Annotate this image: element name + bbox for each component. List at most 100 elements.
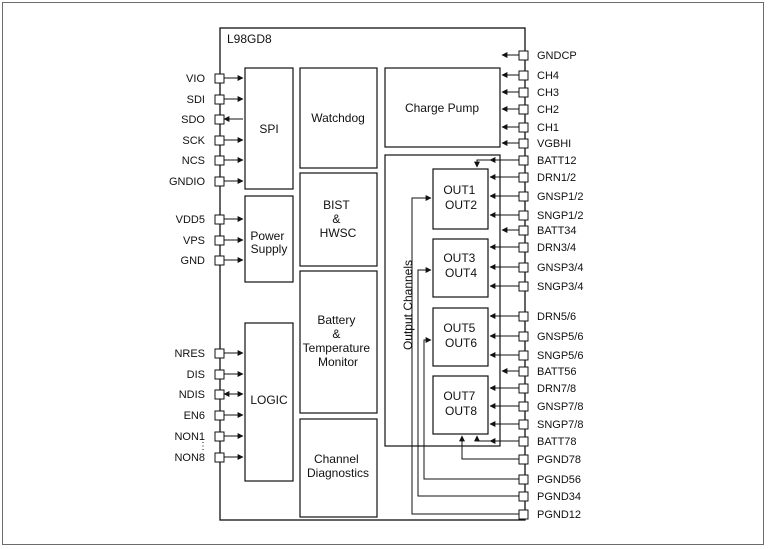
charge-pump-block: [384, 67, 501, 148]
pin-en6: EN6: [184, 410, 244, 422]
pin-sngp3-4: SNGP3/4: [489, 281, 583, 293]
battery-monitor-block: [299, 270, 378, 414]
pin-batt12: BATT12: [489, 155, 577, 167]
pin-pad: [518, 50, 529, 61]
pin-pad: [518, 262, 529, 273]
pgnd56-line: [423, 337, 521, 480]
pin-pad: [518, 419, 529, 430]
pin-sdi: SDI: [187, 94, 244, 106]
pin-label: SNGP5/6: [537, 350, 583, 362]
pin-non1: NON1: [174, 431, 244, 443]
pin-label: VPS: [183, 235, 205, 247]
pin-pad: [518, 138, 529, 149]
pin-pad: [518, 401, 529, 412]
spi-block: [244, 67, 294, 190]
pin-label: NON1: [174, 431, 205, 443]
pin-sngp1-2: SNGP1/2: [489, 210, 583, 222]
pin-dis: DIS: [187, 369, 244, 381]
pin-pad: [518, 104, 529, 115]
pin-ndis: NDIS: [179, 389, 244, 401]
pin-sdo: SDO: [181, 114, 243, 126]
output-channels-label: Output Channels: [401, 260, 415, 350]
pin-pad: [518, 281, 529, 292]
pin-gnsp3-4: GNSP3/4: [489, 262, 583, 274]
pin-label: EN6: [184, 410, 205, 422]
pin-pad: [518, 242, 529, 253]
pin-sck: SCK: [182, 135, 244, 147]
pin-gnd: GND: [181, 255, 244, 267]
pgnd78-line: [459, 435, 521, 460]
pin-drn5-6: DRN5/6: [489, 311, 576, 323]
pin-label: CH1: [537, 122, 559, 134]
power-supply-block: [244, 195, 294, 283]
pin-label: GNSP5/6: [537, 331, 583, 343]
pin-pad: [518, 191, 529, 202]
pin-sngp7-8: SNGP7/8: [489, 419, 583, 431]
pin-pad: [518, 122, 529, 133]
bist-label: BIST & HWSC: [320, 198, 357, 240]
charge-pump-label: Charge Pump: [405, 101, 479, 115]
pin-batt56: BATT56: [501, 366, 577, 378]
left-pin-group: VIOSDISDOSCKNCSGNDIOVDD5VPSGNDNRESDISNDI…: [169, 73, 244, 464]
pin-label: VIO: [186, 73, 205, 85]
out56-block: [432, 307, 489, 367]
pin-pad: [214, 348, 225, 359]
pin-label: GND: [181, 255, 206, 267]
pin-label: NCS: [182, 155, 205, 167]
battery-monitor-label: Battery & Temperature Monitor: [303, 313, 374, 369]
pin-vgbhi: VGBHI: [501, 138, 571, 150]
pin-label: DRN3/4: [537, 242, 576, 254]
pin-label: BATT78: [537, 436, 577, 448]
watchdog-block: [299, 67, 378, 169]
pin-ch4: CH4: [501, 70, 559, 82]
pin-ch3: CH3: [501, 87, 559, 99]
pin-non8: NON8: [174, 452, 244, 464]
pin-vps: VPS: [183, 235, 244, 247]
pin-pad: [518, 436, 529, 447]
out78-block: [432, 375, 489, 435]
pin-drn3-4: DRN3/4: [489, 242, 576, 254]
pin-pad: [518, 350, 529, 361]
pin-gndio: GNDIO: [169, 176, 244, 188]
pin-pad: [214, 114, 225, 125]
pin-gnsp5-6: GNSP5/6: [489, 331, 583, 343]
pin-pad: [214, 155, 225, 166]
pin-pad: [518, 311, 529, 322]
chip-name: L98GD8: [227, 32, 272, 46]
pin-label: VDD5: [176, 214, 205, 226]
logic-block-label: LOGIC: [250, 393, 288, 407]
pin-pgnd78: PGND78: [518, 454, 581, 466]
pin-label: DRN1/2: [537, 172, 576, 184]
pin-label: CH4: [537, 70, 559, 82]
pin-drn1-2: DRN1/2: [489, 172, 576, 184]
pin-label: GNSP7/8: [537, 401, 583, 413]
out12-block: [432, 168, 489, 230]
pin-pad: [214, 410, 225, 421]
pin-label: SNGP3/4: [537, 281, 583, 293]
pin-pad: [518, 70, 529, 81]
pin-pad: [214, 431, 225, 442]
pin-pad: [214, 176, 225, 187]
pin-label: SDI: [187, 94, 205, 106]
pin-pad: [214, 255, 225, 266]
pin-label: GNSP1/2: [537, 191, 583, 203]
pin-pad: [518, 225, 529, 236]
pin-label: GNSP3/4: [537, 262, 583, 274]
pin-pad: [518, 210, 529, 221]
pin-drn7-8: DRN7/8: [489, 383, 576, 395]
pin-label: PGND34: [537, 491, 581, 503]
pin-ch1: CH1: [501, 122, 559, 134]
pgnd12-line: [411, 195, 521, 515]
pin-label: SNGP1/2: [537, 210, 583, 222]
out34-block: [432, 238, 489, 298]
pin-label: CH2: [537, 104, 559, 116]
pin-vdd5: VDD5: [176, 214, 244, 226]
pin-pad: [214, 73, 225, 84]
pin-label: SNGP7/8: [537, 419, 583, 431]
pin-label: PGND12: [537, 509, 581, 521]
out12-label: OUT1 OUT2: [443, 183, 478, 212]
pin-pad: [518, 366, 529, 377]
pin-pad: [518, 474, 529, 485]
pin-pad: [214, 235, 225, 246]
